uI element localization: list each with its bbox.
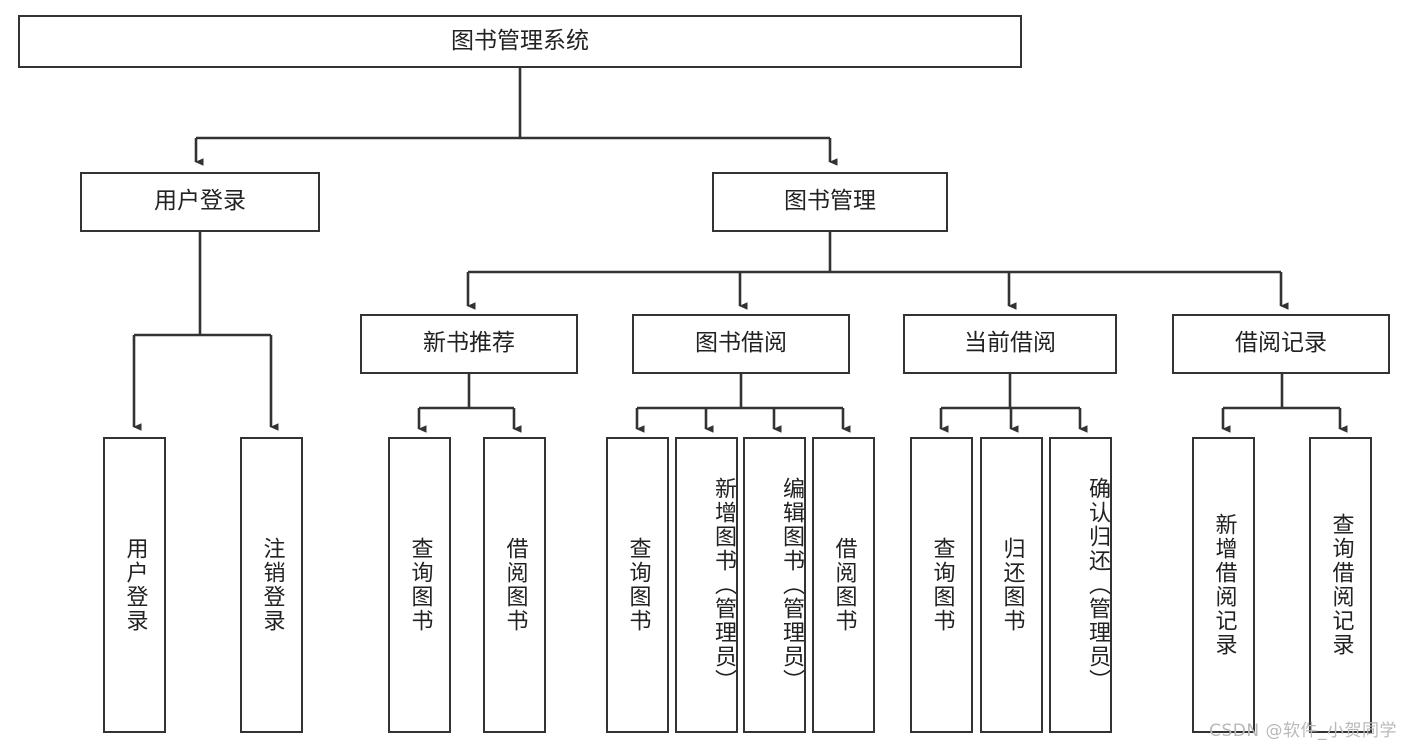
node-leaf-query-book-3[interactable]: 查询图书: [910, 437, 973, 733]
node-leaf-query-book-2[interactable]: 查询图书: [606, 437, 669, 733]
node-leaf-query-book-1[interactable]: 查询图书: [388, 437, 451, 733]
node-root-label: 图书管理系统: [451, 27, 589, 54]
node-leaf-add-record-label: 新增借阅记录: [1211, 513, 1237, 657]
node-leaf-borrow-book-1[interactable]: 借阅图书: [483, 437, 546, 733]
node-leaf-user-login-label: 用户登录: [122, 537, 148, 633]
node-leaf-query-book-2-label: 查询图书: [625, 537, 651, 633]
node-current-borrow-label: 当前借阅: [964, 330, 1056, 357]
node-root[interactable]: 图书管理系统: [18, 15, 1022, 68]
node-leaf-user-logout-label: 注销登录: [259, 537, 285, 633]
node-leaf-edit-book[interactable]: 编辑图书（管理员）: [743, 437, 806, 733]
node-leaf-confirm-return-label: 确认归还（管理员）: [1085, 477, 1110, 693]
node-leaf-borrow-book-2-label: 借阅图书: [831, 537, 857, 633]
node-leaf-return-book[interactable]: 归还图书: [980, 437, 1043, 733]
node-book-manage-label: 图书管理: [784, 188, 876, 215]
node-leaf-return-book-label: 归还图书: [999, 537, 1025, 633]
node-leaf-add-record[interactable]: 新增借阅记录: [1192, 437, 1255, 733]
node-current-borrow[interactable]: 当前借阅: [903, 314, 1117, 374]
node-user-login-label: 用户登录: [154, 188, 246, 215]
node-borrow-record-label: 借阅记录: [1235, 330, 1327, 357]
node-leaf-edit-book-label: 编辑图书（管理员）: [779, 477, 804, 693]
node-book-manage[interactable]: 图书管理: [712, 172, 948, 232]
node-leaf-add-book-label: 新增图书（管理员）: [711, 477, 736, 693]
node-leaf-query-record-label: 查询借阅记录: [1328, 513, 1354, 657]
node-leaf-add-book[interactable]: 新增图书（管理员）: [675, 437, 738, 733]
node-leaf-user-login[interactable]: 用户登录: [103, 437, 166, 733]
node-leaf-query-book-1-label: 查询图书: [407, 537, 433, 633]
node-new-book-recommend-label: 新书推荐: [423, 330, 515, 357]
watermark-text: CSDN @软件_小贺同学: [1209, 721, 1397, 741]
node-leaf-borrow-book-2[interactable]: 借阅图书: [812, 437, 875, 733]
node-leaf-query-book-3-label: 查询图书: [929, 537, 955, 633]
node-book-borrow[interactable]: 图书借阅: [632, 314, 850, 374]
node-leaf-user-logout[interactable]: 注销登录: [240, 437, 303, 733]
node-user-login[interactable]: 用户登录: [80, 172, 320, 232]
node-book-borrow-label: 图书借阅: [695, 330, 787, 357]
node-leaf-borrow-book-1-label: 借阅图书: [502, 537, 528, 633]
node-borrow-record[interactable]: 借阅记录: [1172, 314, 1390, 374]
node-leaf-confirm-return[interactable]: 确认归还（管理员）: [1049, 437, 1112, 733]
node-leaf-query-record[interactable]: 查询借阅记录: [1309, 437, 1372, 733]
node-new-book-recommend[interactable]: 新书推荐: [360, 314, 578, 374]
